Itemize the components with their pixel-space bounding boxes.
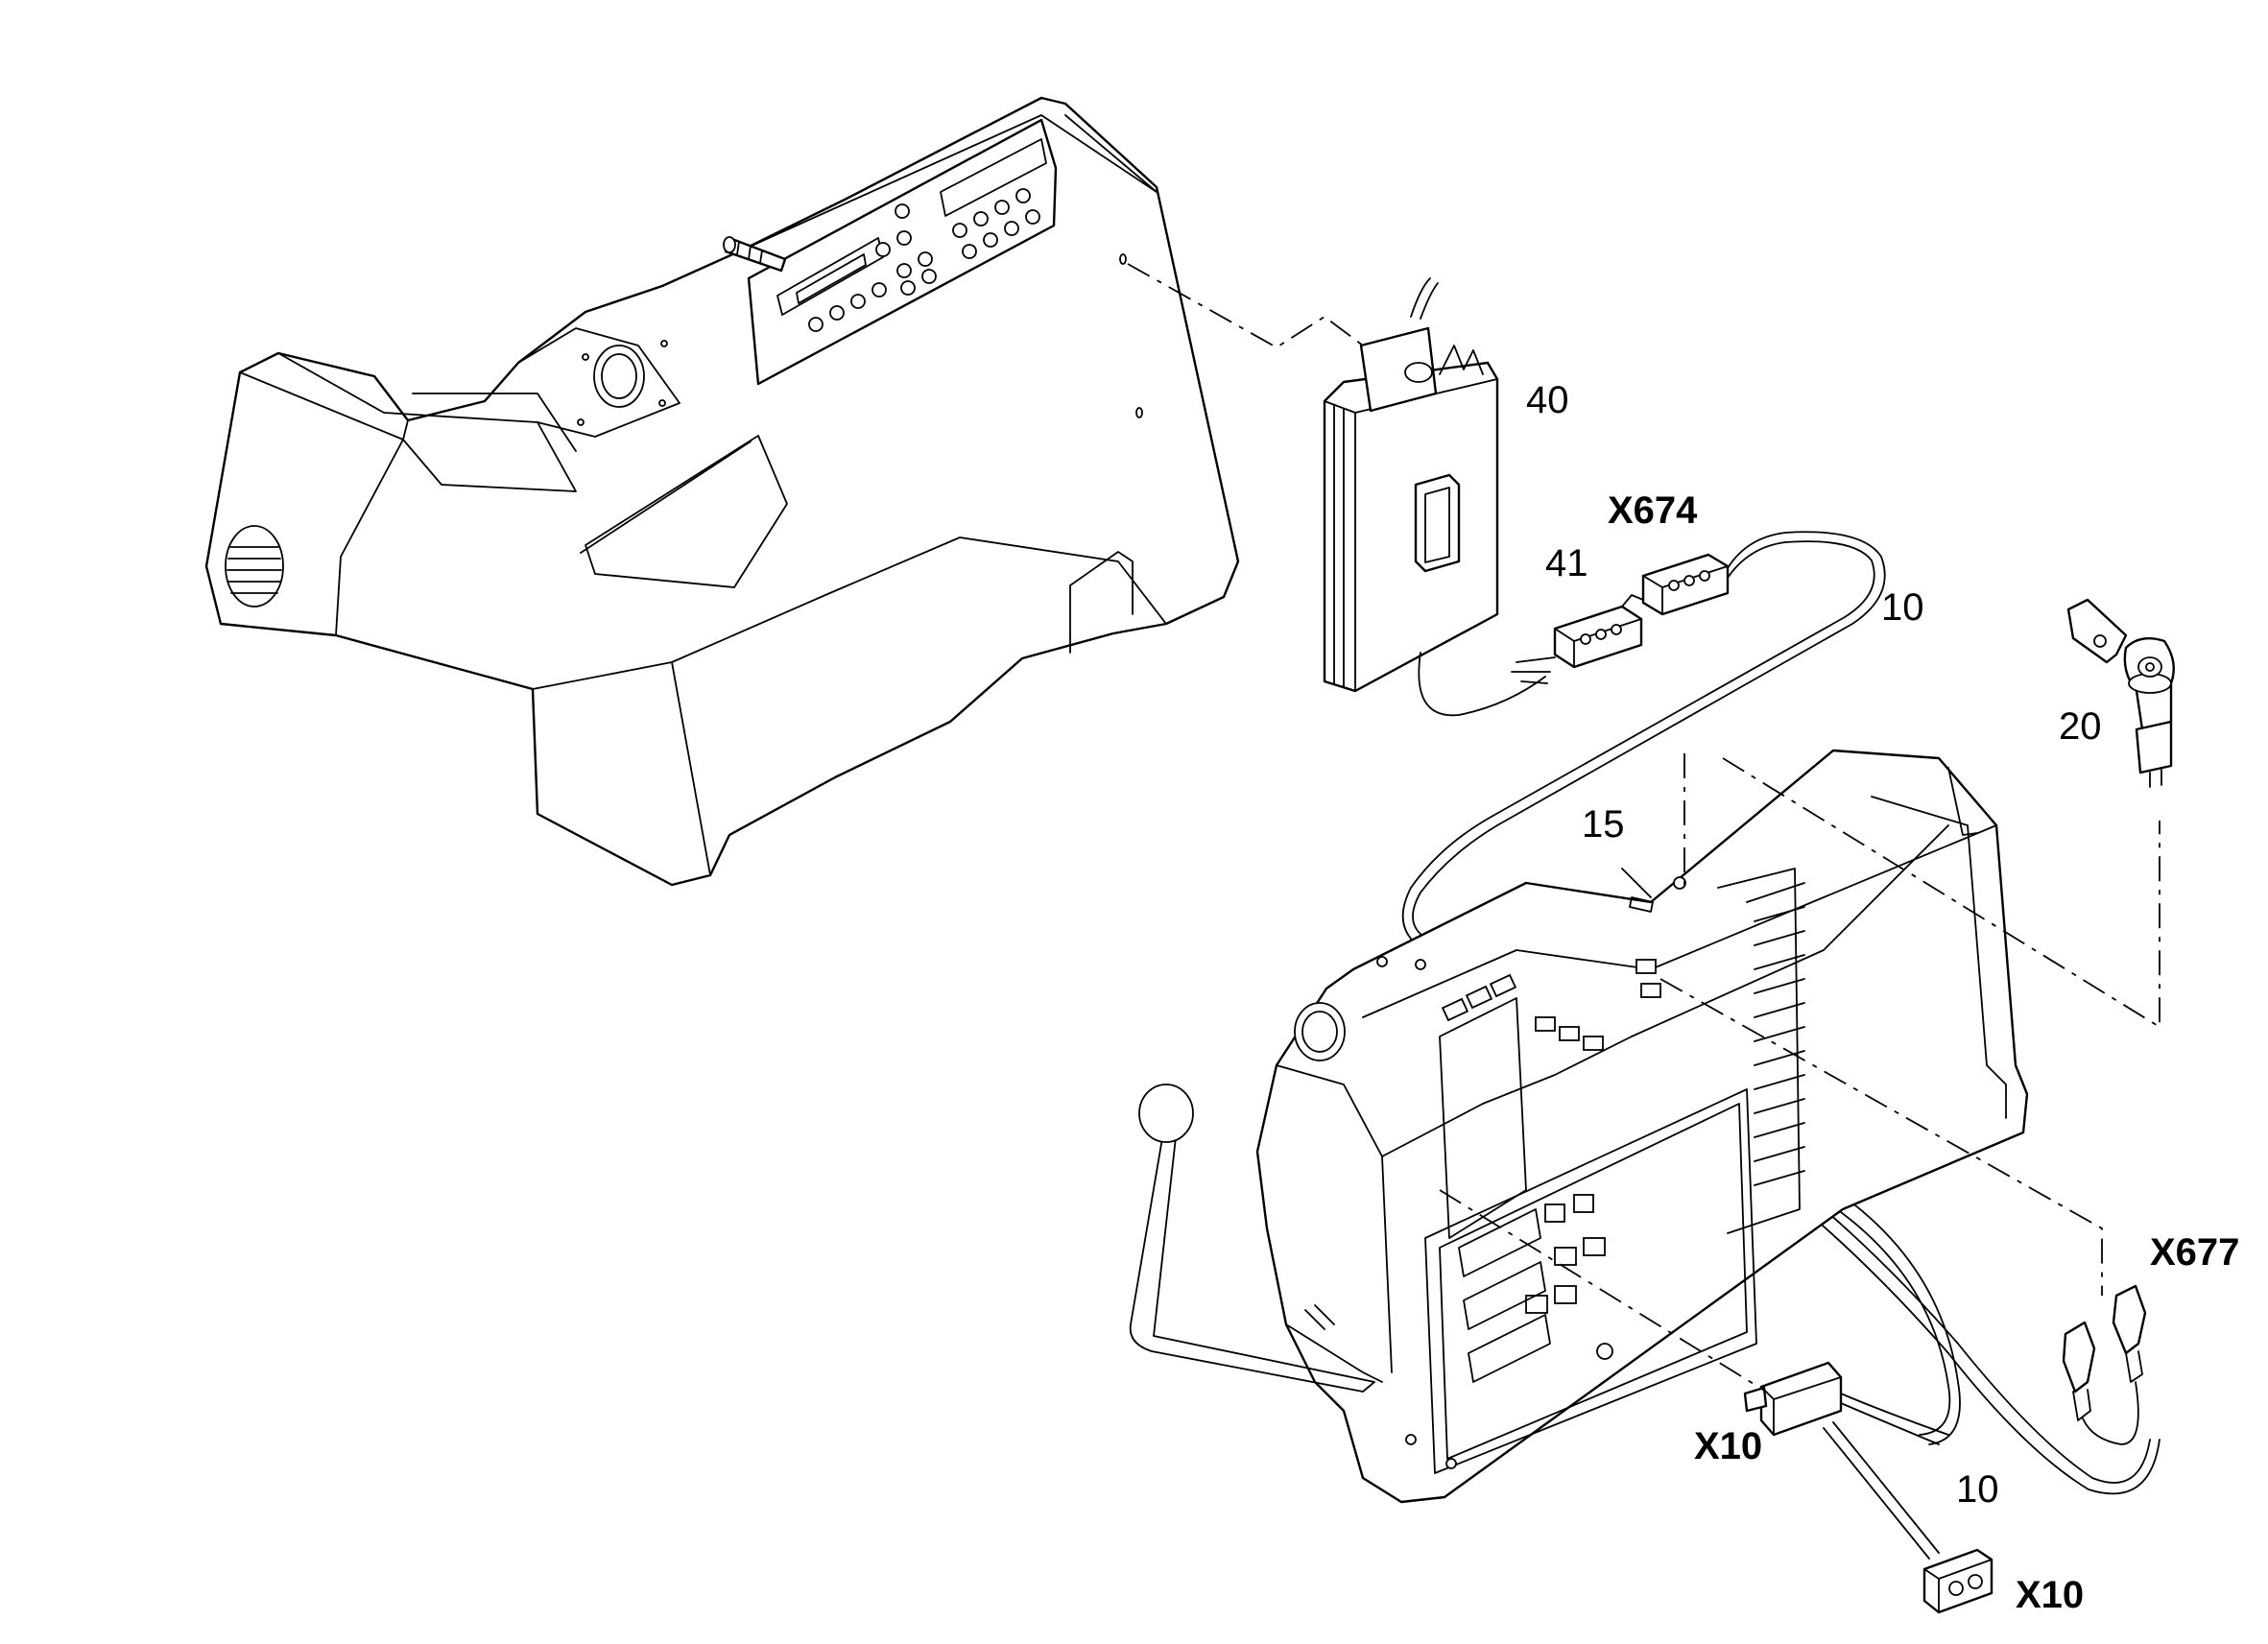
callout-10-top: 10 xyxy=(1881,586,1924,629)
callout-x674: X674 xyxy=(1608,489,1698,532)
callout-41: 41 xyxy=(1545,542,1588,584)
console-housing xyxy=(204,96,1240,887)
connector-x10-left xyxy=(1743,1361,1949,1560)
callout-15: 15 xyxy=(1582,803,1625,846)
callout-leaders xyxy=(1621,868,1652,898)
callout-40: 40 xyxy=(1526,379,1569,421)
joystick-lever xyxy=(1129,1084,1383,1393)
callout-x677: X677 xyxy=(2150,1231,2239,1274)
gear-shift-lever xyxy=(723,236,787,273)
connector-plug-x674 xyxy=(1641,553,1730,616)
callout-x10-bottom: X10 xyxy=(2016,1574,2084,1616)
connector-41 xyxy=(1553,594,1644,669)
control-unit-module xyxy=(1323,277,1556,717)
callout-20: 20 xyxy=(2059,705,2102,748)
assembly-lines xyxy=(1127,263,2161,1393)
control-panel xyxy=(747,118,1058,386)
callout-x10-left: X10 xyxy=(1694,1425,1762,1467)
key-switch-20 xyxy=(2066,598,2175,788)
callout-10-bottom: 10 xyxy=(1956,1468,1999,1511)
electronics-box xyxy=(1255,749,2029,1504)
connector-x10-bottom xyxy=(1922,1548,1993,1614)
flat-connectors-x677 xyxy=(2062,1284,2147,1445)
